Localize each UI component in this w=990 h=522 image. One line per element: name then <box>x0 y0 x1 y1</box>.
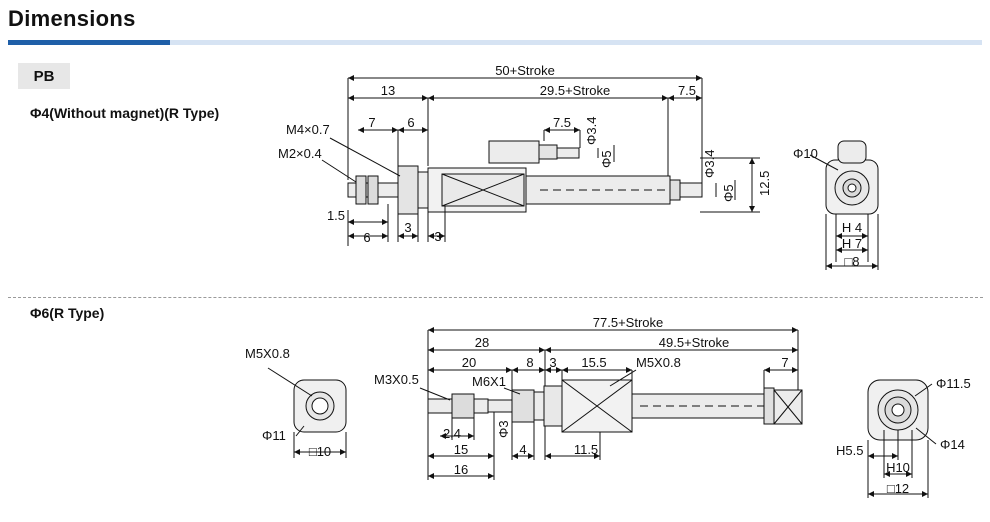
dim-label: □8 <box>844 254 859 269</box>
dim-label: H10 <box>886 460 910 475</box>
dim-label: 11.5 <box>574 442 598 457</box>
dim-label: 7.5 <box>678 83 696 98</box>
dim-label: 15 <box>454 442 468 457</box>
dim-label: Φ10 <box>793 146 818 161</box>
page-title: Dimensions <box>8 6 136 31</box>
dim-label: 15.5 <box>581 355 606 370</box>
dim-label: 29.5+Stroke <box>540 83 610 98</box>
dim-label: Φ14 <box>940 437 965 452</box>
rod-nut-1 <box>355 175 367 205</box>
dim-label: Φ3.4 <box>584 117 599 145</box>
dim-label: M3X0.5 <box>374 372 419 387</box>
dim-label: 7.5 <box>553 115 571 130</box>
dim-label: □12 <box>887 481 909 496</box>
dim-label: 1.5 <box>327 208 345 223</box>
dim-label: 4 <box>519 442 526 457</box>
dim-label: 49.5+Stroke <box>659 335 729 350</box>
dim-label: 28 <box>475 335 489 350</box>
mount-nut <box>511 389 535 423</box>
end-view-port <box>837 140 867 164</box>
dim-label: 77.5+Stroke <box>593 315 663 330</box>
dim-label: 2.4 <box>443 426 461 441</box>
dim-label: 3 <box>404 220 411 235</box>
dim-label: 3 <box>434 229 441 244</box>
section-separator <box>8 297 983 298</box>
dim-label: M4×0.7 <box>286 122 330 137</box>
dim-label: Φ11 <box>262 428 286 443</box>
title-accent-rule <box>8 40 170 45</box>
mount-thread <box>417 171 429 209</box>
dim-label: Φ11.5 <box>936 376 971 391</box>
dim-label: 6 <box>407 115 414 130</box>
dim-label: 7 <box>368 115 375 130</box>
section1-title: Φ4(Without magnet)(R Type) <box>30 105 220 121</box>
dim-label: H 4 <box>842 220 862 235</box>
section1-drawing <box>321 75 879 270</box>
dim-label: Φ5 <box>721 184 736 202</box>
top-port-barb <box>556 147 580 159</box>
dim-label: Φ5 <box>599 150 614 168</box>
dim-label: M5X0.8 <box>636 355 681 370</box>
rod-nut <box>451 393 475 419</box>
dim-label: 8 <box>526 355 533 370</box>
dim-label: 12.5 <box>757 171 772 196</box>
rear-fitting-barb <box>679 182 703 198</box>
dim-label: 50+Stroke <box>495 63 555 78</box>
dim-label: 16 <box>454 462 468 477</box>
dim-label: 7 <box>781 355 788 370</box>
top-port-fitting <box>488 140 540 164</box>
dim-label: H5.5 <box>836 443 863 458</box>
dim-label: M6X1 <box>472 374 506 389</box>
dim-label: 20 <box>462 355 476 370</box>
dim-label: Φ3 <box>496 420 511 438</box>
model-tag: PB <box>18 63 70 89</box>
dim-label: 13 <box>381 83 395 98</box>
dim-label: 3 <box>549 355 556 370</box>
title-rule <box>170 40 982 45</box>
rear-fitting-hex <box>669 179 681 201</box>
section2-drawing <box>267 327 937 498</box>
body-cross-b <box>441 173 525 207</box>
rod-nut-2 <box>367 175 379 205</box>
dim-label: M2×0.4 <box>278 146 322 161</box>
dim-label: H 7 <box>842 236 862 251</box>
dim-label: 6 <box>363 230 370 245</box>
dim-label: □10 <box>309 444 331 459</box>
top-port-hex <box>538 144 558 160</box>
section2-title: Φ6(R Type) <box>30 305 105 321</box>
dim-label: Φ3.4 <box>702 150 717 178</box>
dim-label: M5X0.8 <box>245 346 290 361</box>
mount-nut <box>397 165 419 215</box>
